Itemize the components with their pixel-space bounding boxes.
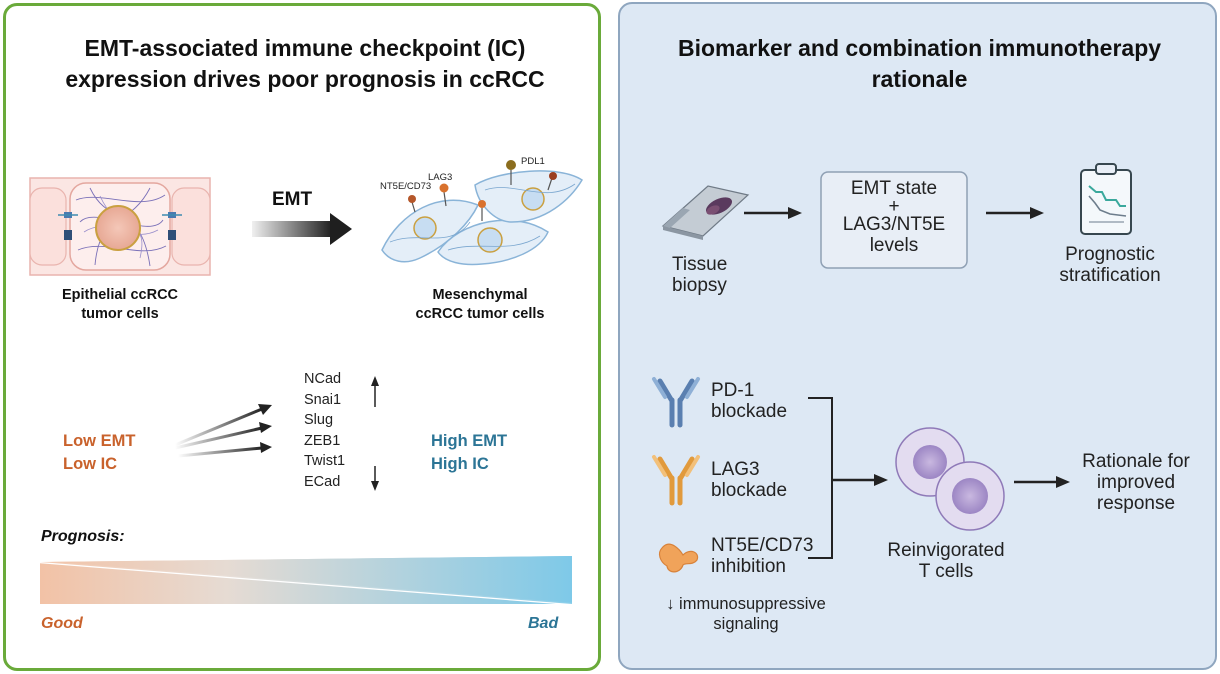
tcell-label: Reinvigorated T cells [876, 540, 1016, 582]
gene-twist1: Twist1 [304, 453, 346, 469]
prognostic-line2: stratification [1059, 265, 1161, 286]
mesenchymal-label-line2: ccRCC tumor cells [415, 306, 545, 322]
rationale-line1: Rationale for [1082, 451, 1190, 472]
nt5e-line2: inhibition [711, 556, 786, 577]
clipboard-chart-icon [1080, 163, 1132, 235]
tcell-line1: Reinvigorated [887, 540, 1005, 561]
epithelial-label-line1: Epithelial ccRCC [61, 287, 179, 303]
right-title-line2: rationale [871, 66, 968, 92]
rationale-line3: response [1096, 493, 1176, 514]
tissue-biopsy-line1: Tissue [672, 254, 728, 275]
emt-state-box-line1: EMT state [850, 178, 938, 199]
gene-list: NCad Snai1 Slug ZEB1 Twist1 ECad [304, 369, 345, 492]
right-title-line1: Biomarker and combination immunotherapy [677, 35, 1162, 61]
pd1-line2: blockade [711, 401, 788, 422]
lag3-line1: LAG3 [711, 459, 760, 480]
left-title-line1: EMT-associated immune checkpoint (IC) [84, 35, 526, 61]
good-label: Good [41, 615, 83, 632]
biomarker-arrows [744, 207, 1044, 219]
gene-ncad: NCad [304, 371, 342, 387]
combination-bracket [808, 397, 888, 559]
left-title: EMT-associated immune checkpoint (IC) ex… [10, 33, 600, 95]
marker-label-pdl1: PDL1 [521, 156, 545, 167]
emt-state-box [820, 171, 968, 269]
pd1-antibody-icon [652, 377, 700, 428]
mesenchymal-cells-illustration [381, 160, 584, 266]
low-emt-label: Low EMT Low IC [63, 430, 135, 476]
epithelial-label: Epithelial ccRCC tumor cells [30, 286, 210, 324]
prognostic-line1: Prognostic [1065, 244, 1155, 265]
rationale-label: Rationale for improved response [1068, 451, 1204, 514]
gene-ecad: ECad [304, 473, 341, 490]
bad-label: Bad [528, 615, 559, 632]
tissue-biopsy-label: Tissue biopsy [672, 254, 727, 296]
lag3-antibody-icon [652, 455, 700, 506]
high-emt-label: High EMT High IC [431, 430, 507, 476]
tcell-line2: T cells [918, 561, 974, 582]
emt-state-box-text: EMT state + LAG3/NT5E levels [821, 178, 967, 257]
pd1-line1: PD-1 [711, 380, 755, 401]
right-title: Biomarker and combination immunotherapy … [622, 33, 1217, 95]
suppress-label: ↓ immunosuppressive signaling [661, 594, 831, 634]
high-emt-line2: High IC [431, 455, 489, 473]
fan-arrows [174, 404, 272, 458]
marker-label-lag3: LAG3 [428, 172, 453, 183]
low-emt-line2: Low IC [63, 455, 118, 473]
prognostic-label: Prognostic stratification [1040, 244, 1180, 286]
prognosis-gradient-bar [39, 556, 573, 606]
tissue-slide-icon [661, 185, 750, 240]
gene-direction-arrows [371, 376, 379, 491]
gene-slug: Slug [304, 412, 334, 428]
gene-zeb1: ZEB1 [304, 432, 341, 449]
nt5e-line1: NT5E/CD73 [711, 535, 814, 556]
emt-state-box-line3: LAG3/NT5E [842, 213, 946, 235]
emt-state-box-line4: levels [869, 235, 919, 256]
tcells-icon [895, 427, 1005, 531]
rationale-arrow [1014, 476, 1070, 488]
lag3-line2: blockade [711, 480, 788, 501]
mesenchymal-label: Mesenchymal ccRCC tumor cells [380, 286, 580, 324]
small-molecule-icon [658, 543, 699, 573]
epithelial-cells-illustration [29, 177, 211, 276]
right-panel [618, 2, 1217, 670]
prognosis-label: Prognosis: [41, 528, 125, 545]
rationale-line2: improved [1096, 472, 1176, 493]
emt-arrow [252, 213, 352, 245]
emt-state-box-line2: + [888, 195, 900, 217]
tissue-biopsy-line2: biopsy [672, 275, 727, 296]
marker-label-nt5e: NT5E/CD73 [380, 181, 432, 192]
nt5e-label: NT5E/CD73 inhibition [711, 535, 813, 577]
epithelial-label-line2: tumor cells [81, 306, 159, 322]
emt-arrow-label: EMT [272, 189, 313, 210]
mesenchymal-label-line1: Mesenchymal [432, 287, 528, 303]
lag3-label: LAG3 blockade [711, 459, 787, 501]
suppress-line2: signaling [713, 615, 779, 633]
low-emt-line1: Low EMT [63, 432, 136, 450]
left-title-line2: expression drives poor prognosis in ccRC… [65, 66, 545, 92]
high-emt-line1: High EMT [431, 432, 508, 450]
suppress-line1: ↓ immunosuppressive [666, 595, 826, 613]
pd1-label: PD-1 blockade [711, 380, 787, 422]
gene-snai1: Snai1 [304, 391, 342, 408]
